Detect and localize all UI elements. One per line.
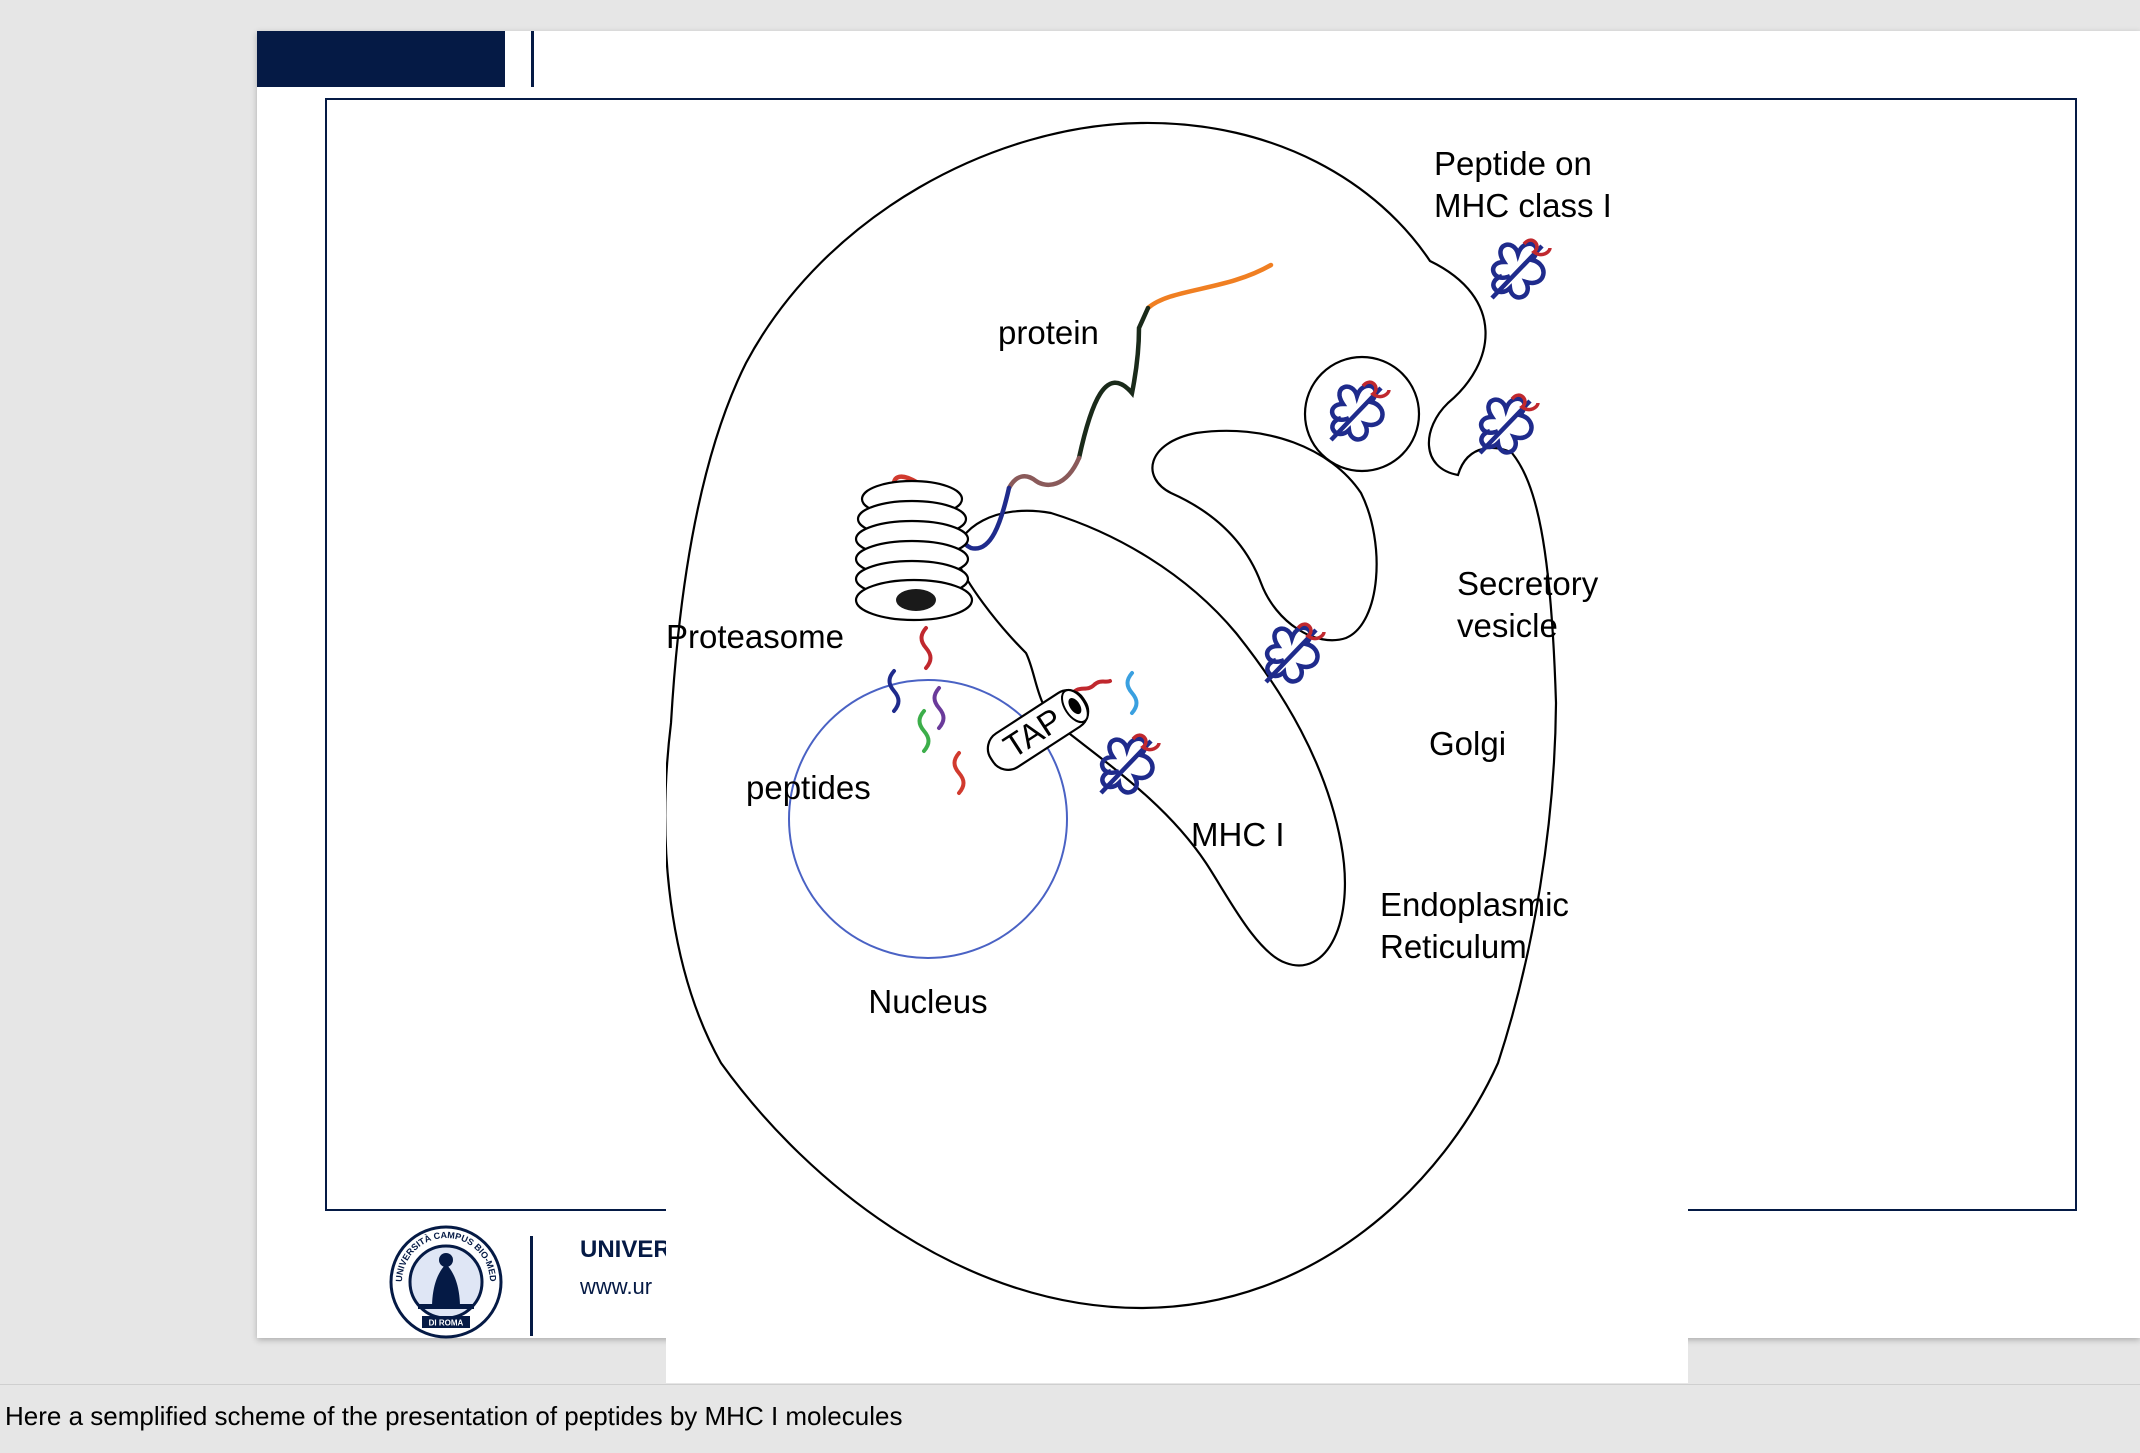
label-secretory: Secretory: [1457, 565, 1599, 602]
label-peptide-on: Peptide on: [1434, 145, 1592, 182]
footer-url[interactable]: www.ur: [580, 1274, 653, 1299]
label-endoplasmic: Endoplasmic: [1380, 886, 1569, 923]
proteasome: [854, 479, 974, 622]
label-nucleus: Nucleus: [868, 983, 987, 1020]
footer-separator: [530, 1236, 533, 1336]
footer-university-name: UNIVER: [580, 1236, 671, 1263]
free-peptides: [887, 626, 1139, 795]
label-mhc-class-i: MHC class I: [1434, 187, 1612, 224]
endoplasmic-reticulum: [954, 509, 1346, 967]
mhc-diagram: TAP Peptide on MHC class I protein Prote…: [666, 103, 1688, 1383]
mhc-surface: [1492, 240, 1550, 298]
logo-text-bottom: DI ROMA: [429, 1319, 464, 1328]
label-peptides: peptides: [746, 769, 871, 806]
university-logo: UNIVERSITÀ CAMPUS BIO-MEDICO DI ROMA: [388, 1224, 503, 1339]
label-proteasome: Proteasome: [666, 618, 844, 655]
label-mhc-i: MHC I: [1191, 816, 1285, 853]
label-protein: protein: [998, 314, 1099, 351]
mhc-exocytosis: [1480, 395, 1538, 453]
label-vesicle: vesicle: [1457, 607, 1558, 644]
golgi: [1151, 429, 1378, 642]
header-block: [257, 31, 505, 87]
header-separator: [531, 31, 534, 87]
label-golgi: Golgi: [1429, 725, 1506, 762]
label-reticulum: Reticulum: [1380, 928, 1527, 965]
caption-text: Here a semplified scheme of the presenta…: [5, 1401, 903, 1431]
caption-bar: Here a semplified scheme of the presenta…: [0, 1384, 2140, 1453]
secretory-vesicle: [1303, 355, 1421, 473]
